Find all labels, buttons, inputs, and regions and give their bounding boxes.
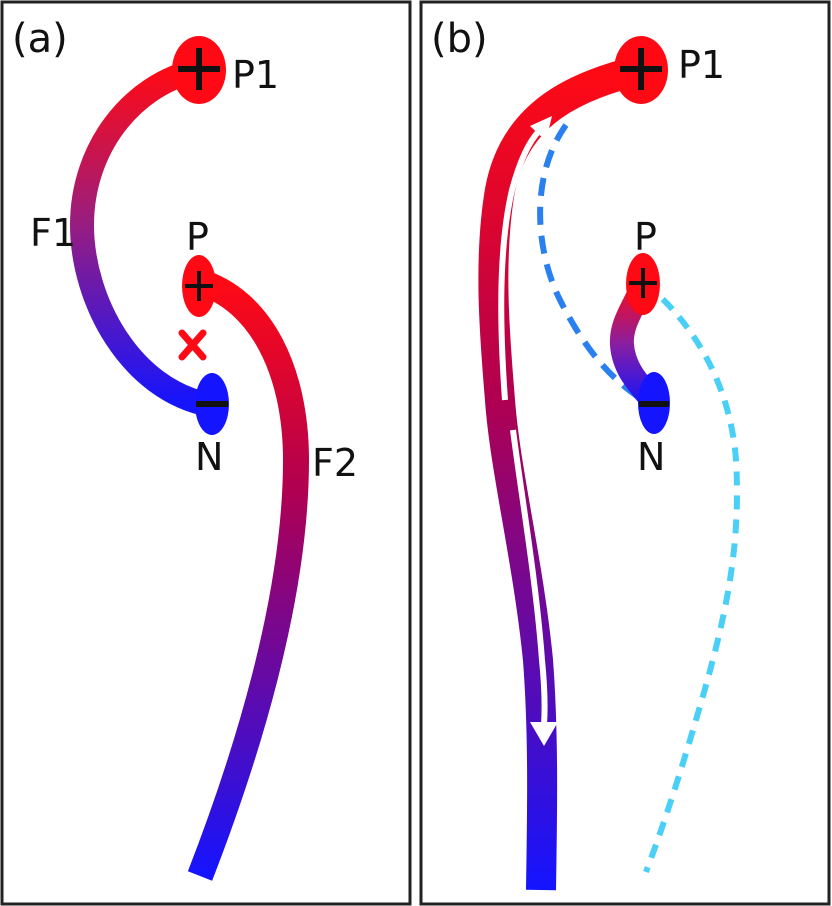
minus-icon	[639, 401, 669, 407]
label-p1: P1	[678, 43, 725, 87]
dashed-field-line-dark	[537, 123, 642, 401]
flux-rope-f1	[69, 58, 213, 417]
plus-icon	[178, 48, 220, 90]
label-n: N	[195, 435, 223, 479]
panel-a-label: (a)	[12, 16, 68, 62]
plus-icon	[620, 48, 662, 90]
panel-b: (b) P1 P	[431, 16, 740, 891]
panel-b-label: (b)	[431, 16, 488, 62]
label-f1: F1	[30, 211, 76, 255]
label-p: P	[634, 215, 657, 259]
plus-icon	[185, 271, 213, 301]
minus-icon	[196, 401, 228, 407]
down-arrow-icon	[510, 429, 558, 746]
label-n: N	[637, 435, 665, 479]
dashed-field-line-light	[643, 280, 740, 874]
no-reconnection-cross-icon	[178, 329, 207, 361]
panel-b-frame	[419, 0, 831, 906]
panel-a: (a) P1 P N F1 F2	[12, 16, 358, 881]
label-f2: F2	[312, 441, 358, 485]
label-p: P	[186, 215, 209, 259]
flux-rope-f2	[187, 269, 310, 881]
up-arrow-icon	[498, 116, 552, 401]
plus-icon	[629, 268, 657, 298]
panel-a-frame	[0, 0, 412, 906]
label-p1: P1	[232, 53, 279, 97]
reconnected-flux-rope	[478, 55, 644, 891]
